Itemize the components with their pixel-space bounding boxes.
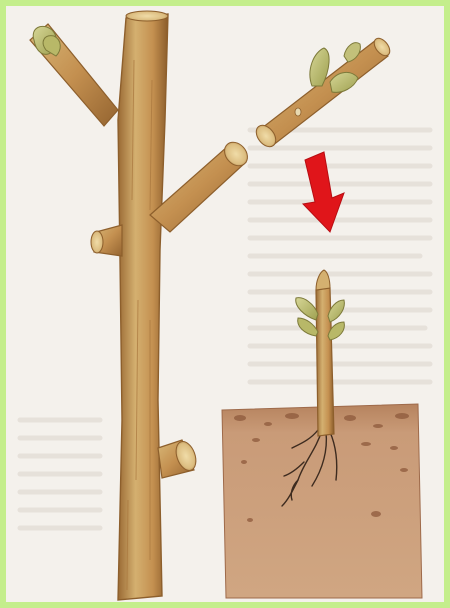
illustration-stage (0, 0, 450, 608)
plant-cutting-illustration (0, 0, 450, 608)
